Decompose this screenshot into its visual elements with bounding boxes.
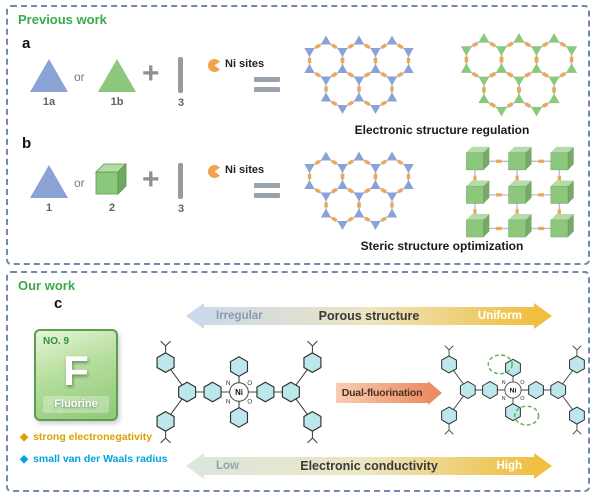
- porous-structure-axis: Irregular Porous structure Uniform: [186, 303, 552, 329]
- bullet-text: strong electronegativity: [33, 431, 153, 443]
- fluorine-highlight-icon: [513, 405, 540, 426]
- monomer-triangle-blue-icon: [30, 165, 68, 198]
- element-card-fluorine: NO. 9 F Fluorine: [34, 329, 118, 421]
- axis-label-high: High: [496, 460, 522, 472]
- element-name: Fluorine: [43, 396, 109, 413]
- diamond-icon: ◆: [20, 431, 29, 443]
- axis-label-electronic-conductivity: Electronic conductivity: [300, 459, 438, 473]
- monomer-triangle-green-icon: [98, 59, 136, 92]
- framework-square-green: [458, 145, 582, 239]
- linker-3-label: 3: [177, 203, 185, 215]
- previous-work-panel: Previous work a 1a or 1b + 3 Ni sites El…: [6, 5, 590, 265]
- fluorine-highlight-icon: [487, 354, 513, 375]
- ni-site-icon: [208, 59, 221, 72]
- arrow-body: Dual-fluorination: [336, 383, 428, 403]
- row-c-label: c: [54, 295, 63, 312]
- bullet-van-der-waals: ◆ small van der Waals radius: [20, 453, 168, 465]
- or-label: or: [74, 176, 85, 190]
- our-work-title: Our work: [18, 278, 76, 293]
- caption-steric-optimization: Steric structure optimization: [360, 239, 524, 253]
- axis-gradient-bar: [204, 457, 534, 475]
- monomer-triangle-blue-icon: [30, 59, 68, 92]
- dual-fluorination-label: Dual-fluorination: [341, 387, 423, 399]
- monomer-cube-green-icon: [95, 163, 127, 195]
- axis-label-porous-structure: Porous structure: [318, 309, 420, 323]
- framework-hexagonal-blue: [296, 31, 422, 119]
- row-a-label: a: [22, 35, 31, 52]
- monomer-1a-label: 1a: [42, 96, 56, 108]
- arrowhead-left-icon: [186, 303, 204, 329]
- framework-hexagonal-blue: [296, 147, 422, 235]
- linker-rod-icon: [178, 57, 183, 93]
- framework-hexagonal-green: [452, 29, 586, 121]
- bullet-electronegativity: ◆ strong electronegativity: [20, 431, 152, 443]
- monomer-1-label: 1: [45, 202, 53, 214]
- caption-electronic-regulation: Electronic structure regulation: [354, 123, 530, 137]
- linker-rod-icon: [178, 163, 183, 199]
- bullet-text: small van der Waals radius: [33, 453, 168, 465]
- arrowhead-right-icon: [428, 381, 442, 405]
- previous-work-title: Previous work: [18, 12, 107, 27]
- equals-icon: [254, 183, 280, 198]
- ni-sites-label: Ni sites: [225, 58, 265, 70]
- arrowhead-left-icon: [186, 453, 204, 479]
- molecule-structure-right-fluorinated: [432, 331, 594, 449]
- our-work-panel: Our work c NO. 9 F Fluorine ◆ strong ele…: [6, 271, 590, 492]
- molecule-structure-left: [146, 335, 332, 449]
- or-label: or: [74, 70, 85, 84]
- element-symbol: F: [63, 347, 89, 394]
- monomer-2-label: 2: [108, 202, 116, 214]
- arrowhead-right-icon: [534, 453, 552, 479]
- row-b-label: b: [22, 135, 32, 152]
- ni-sites-label: Ni sites: [225, 164, 265, 176]
- arrowhead-right-icon: [534, 303, 552, 329]
- linker-3-label: 3: [177, 97, 185, 109]
- axis-label-uniform: Uniform: [477, 310, 522, 322]
- element-number: NO. 9: [43, 336, 70, 347]
- axis-label-irregular: Irregular: [216, 310, 263, 322]
- equals-icon: [254, 77, 280, 92]
- electronic-conductivity-axis: Low Electronic conductivity High: [186, 453, 552, 479]
- monomer-1b-label: 1b: [110, 96, 124, 108]
- axis-label-low: Low: [216, 460, 239, 472]
- axis-gradient-bar: [204, 307, 534, 325]
- diamond-icon: ◆: [20, 453, 29, 465]
- plus-sign: +: [142, 57, 160, 90]
- plus-sign: +: [142, 163, 160, 196]
- ni-site-icon: [208, 165, 221, 178]
- dual-fluorination-arrow: Dual-fluorination: [336, 381, 442, 405]
